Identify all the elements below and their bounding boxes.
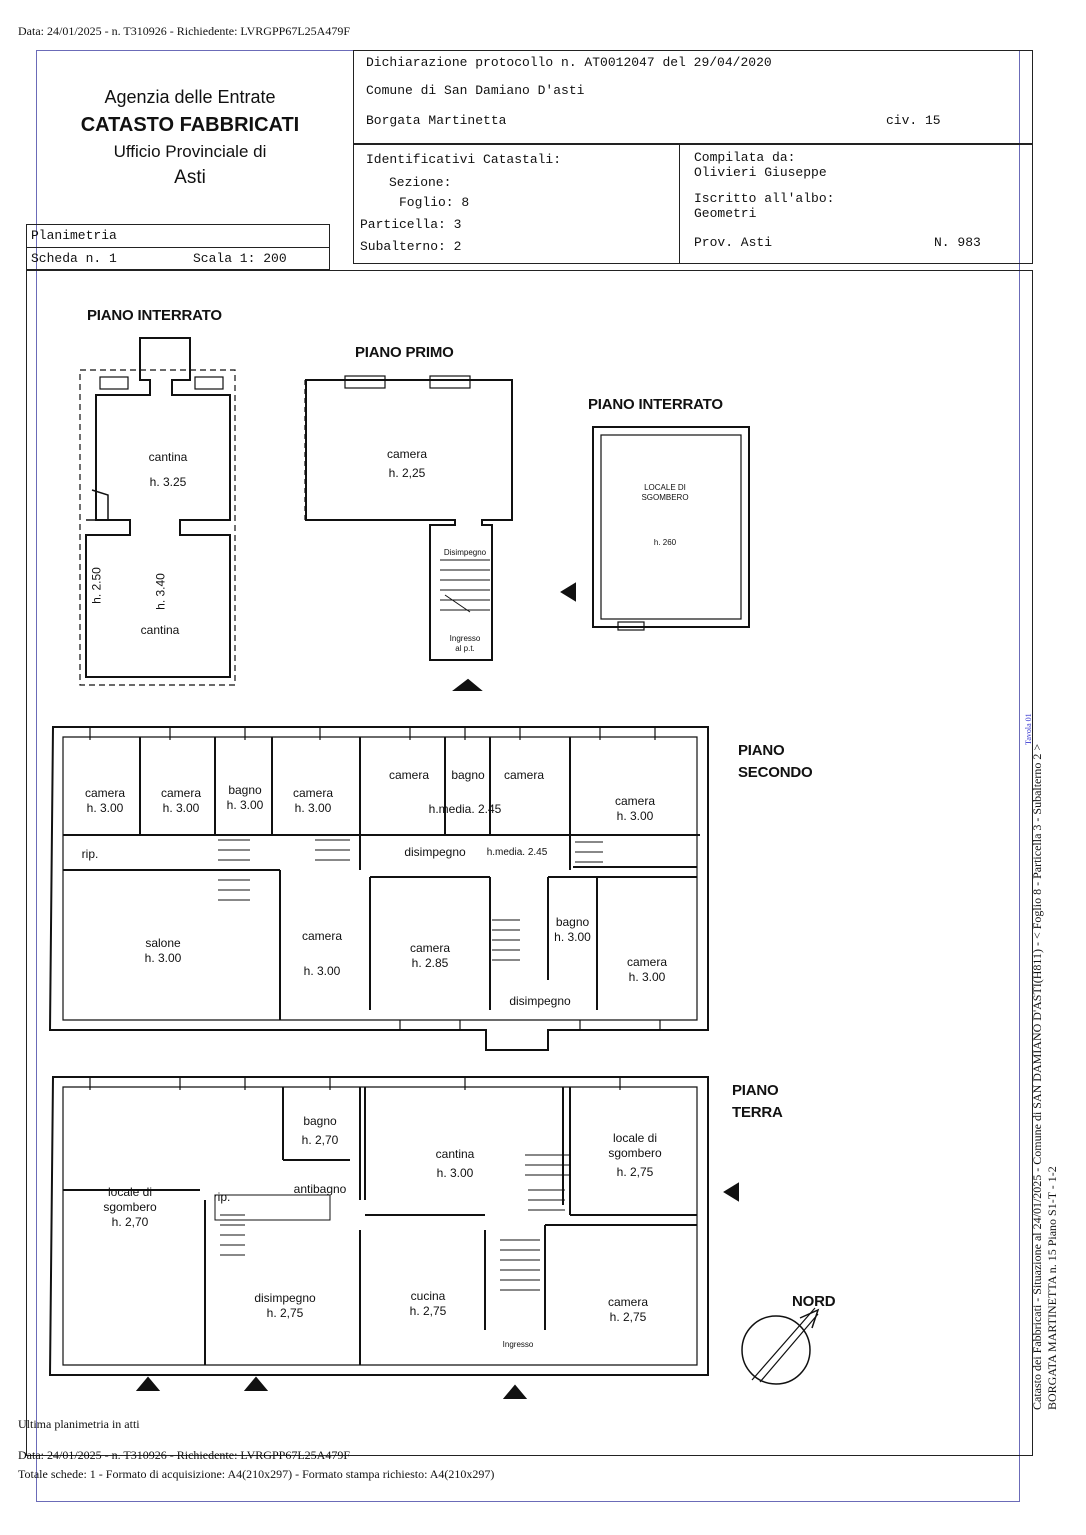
room-bagno-s2: bagno (451, 768, 485, 782)
ufficio-label: Ufficio Provinciale di (113, 142, 267, 161)
scheda-label: Scheda n. 1 (31, 251, 117, 266)
plan-interrato-a (79, 337, 236, 686)
title-secondo: PIANO SECONDO (738, 742, 813, 781)
subalterno-label: Subalterno: 2 (360, 239, 462, 254)
agency-block: Agenzia delle Entrate CATASTO FABBRICATI… (60, 84, 320, 192)
footer-data: Data: 24/01/2025 - n. T310926 - Richiede… (18, 1448, 350, 1462)
prov-label: Prov. Asti (694, 235, 773, 250)
label-hmedia-s1: h.media. 2.45 (428, 802, 502, 816)
footer-totale: Totale schede: 1 - Formato di acquisizio… (18, 1467, 495, 1481)
planimetria-label: Planimetria (31, 228, 117, 243)
dichiarazione-text: Dichiarazione protocollo n. AT0012047 de… (366, 55, 772, 70)
room-cantina-upper: cantina h. 3.25 (148, 450, 188, 489)
title-interrato-b: PIANO INTERRATO (588, 396, 723, 413)
room-disimpegno-primo: Disimpegno (443, 548, 487, 557)
planimetria-box: Planimetria Scheda n. 1 Scala 1: 200 (26, 224, 330, 270)
room-camera-primo: camera h. 2,25 (386, 447, 427, 480)
room-locale-sgombero-interrato-h: h. 260 (653, 538, 677, 547)
stamp-text: Tavola 01 (1024, 713, 1033, 745)
room-cantina-lower: cantina (140, 623, 180, 637)
side-text: Catasto dei Fabbricati - Situazione al 2… (1030, 110, 1060, 1410)
compilata-label: Compilata da: (694, 150, 796, 165)
drawing-frame (26, 270, 1033, 1456)
comune-text: Comune di San Damiano D'asti (366, 83, 585, 98)
room-camera-s4: camera (388, 768, 429, 782)
side-text-line1: Catasto dei Fabbricati - Situazione al 2… (1030, 743, 1044, 1410)
indirizzo-text: Borgata Martinetta (366, 113, 507, 128)
room-camera-s5: camera (503, 768, 544, 782)
room-disimpegno-s1: disimpegno (404, 845, 466, 859)
label-rip-s: rip. (81, 847, 99, 861)
iscritto-valore: Geometri (694, 206, 757, 221)
room-cantina-lower-h2: h. 3.40 (153, 573, 168, 610)
plan-interrato-b (560, 426, 750, 631)
room-cantina-lower-h1: h. 2.50 (89, 567, 104, 604)
sezione-label: Sezione: (389, 175, 452, 190)
ident-title: Identificativi Catastali: (366, 152, 562, 167)
plan-terra (48, 1076, 739, 1399)
identificativi-box: Identificativi Catastali: Sezione: Fogli… (353, 144, 1033, 264)
plan-secondo (48, 726, 709, 1051)
particella-label: Particella: 3 (360, 217, 462, 232)
iscritto-label: Iscritto all'albo: (694, 191, 835, 206)
north-label: NORD (792, 1293, 836, 1310)
title-interrato-a: PIANO INTERRATO (87, 307, 222, 324)
scala-label: Scala 1: 200 (193, 251, 287, 266)
dichiarazione-box: Dichiarazione protocollo n. AT0012047 de… (353, 50, 1033, 144)
room-ingresso-primo: Ingresso al p.t. (449, 634, 481, 653)
numero-label: N. 983 (934, 235, 981, 250)
ufficio-city: Asti (174, 167, 206, 188)
room-antibagno-t: antibagno (293, 1182, 347, 1196)
plan-primo (304, 375, 513, 691)
room-disimpegno-s2: disimpegno (509, 994, 571, 1008)
label-rip-t: rip. (213, 1190, 231, 1204)
top-note: Data: 24/01/2025 - n. T310926 - Richiede… (18, 24, 350, 38)
title-primo: PIANO PRIMO (355, 344, 454, 361)
agency-name: Agenzia delle Entrate (104, 87, 276, 107)
footer-ultima: Ultima planimetria in atti (18, 1417, 140, 1431)
side-text-line2: BORGATA MARTINETTA n. 15 Piano S1-T - 1-… (1045, 1166, 1059, 1410)
room-locale-sgombero-interrato: LOCALE DI SGOMBERO (641, 483, 689, 502)
north-arrow (741, 1307, 820, 1385)
label-ingresso-t: Ingresso (502, 1340, 534, 1349)
label-hmedia-s2: h.media. 2.45 (486, 847, 548, 858)
catasto-title: CATASTO FABBRICATI (80, 114, 300, 136)
foglio-label: Foglio: 8 (399, 195, 470, 210)
civico-text: civ. 15 (886, 113, 941, 128)
compilata-nome: Olivieri Giuseppe (694, 165, 827, 180)
title-terra: PIANO TERRA (732, 1082, 783, 1121)
